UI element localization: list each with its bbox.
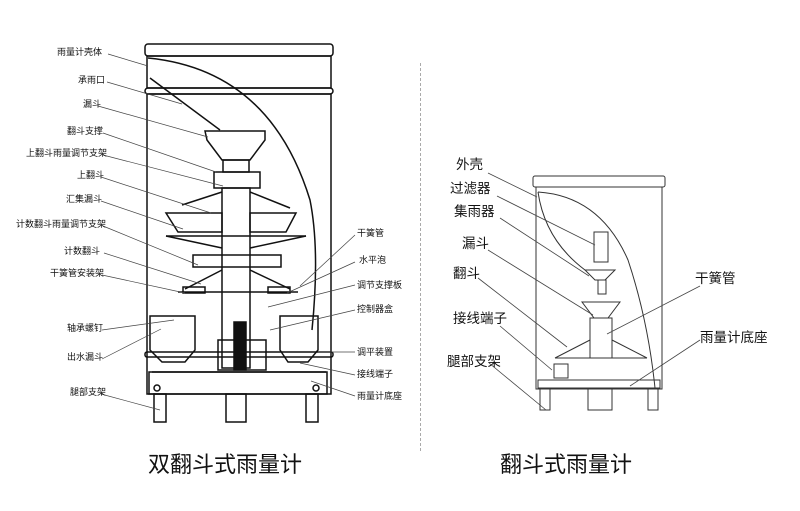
- r-lid: [532, 175, 666, 188]
- right-diagram-title: 翻斗式雨量计: [500, 453, 633, 478]
- label-reed-switch-r: 干簧管: [695, 271, 736, 287]
- base-bolt-right: [312, 384, 320, 392]
- label-leg-support-r: 腿部支架: [447, 354, 501, 370]
- lid: [144, 43, 334, 57]
- label-reed-switch: 干簧管: [357, 229, 385, 239]
- base-ring: [144, 351, 334, 358]
- collecting-funnel-right: [249, 235, 307, 249]
- counting-bucket-arm-left: [184, 269, 223, 290]
- upper-bucket-arm-left: [181, 191, 223, 206]
- leg-middle: [225, 393, 247, 423]
- counting-bucket-arm-right: [249, 269, 291, 290]
- counting-bracket: [192, 254, 282, 268]
- r-leg-middle: [587, 387, 613, 411]
- label-leveling-device: 调平装置: [357, 348, 394, 358]
- r-collector-curve: [537, 191, 656, 389]
- left-diagram-title: 双翻斗式雨量计: [148, 453, 303, 478]
- leg-right: [305, 393, 319, 423]
- upper-bucket-right: [249, 212, 298, 233]
- r-leg-left: [539, 387, 551, 411]
- label-upper-bucket-adjust: 上翻斗雨量调节支架: [26, 149, 108, 159]
- collector-curve: [147, 57, 317, 331]
- bearing-screw: [233, 321, 247, 371]
- label-collecting-funnel: 汇集漏斗: [66, 195, 103, 205]
- r-leg-right: [647, 387, 659, 411]
- label-rain-inlet: 承雨口: [78, 76, 106, 86]
- r-funnel: [581, 301, 621, 319]
- leg-left: [153, 393, 167, 423]
- label-rain-gauge-shell: 雨量计壳体: [57, 48, 103, 58]
- upper-bucket-left: [164, 212, 223, 233]
- label-bucket-support: 翻斗支撑: [67, 127, 104, 137]
- label-counting-bucket-adjust: 计数翻斗雨量调节支架: [16, 220, 107, 230]
- label-bearing-screw: 轴承螺钉: [67, 324, 104, 334]
- label-leg-support: 腿部支架: [70, 388, 107, 398]
- upper-bucket-arm-right: [249, 191, 291, 209]
- label-funnel: 漏斗: [83, 100, 102, 110]
- label-controller-box: 控制器盒: [357, 305, 394, 315]
- r-shell: [535, 186, 663, 390]
- r-tipping-bucket: [554, 339, 648, 359]
- funnel-wall: [149, 77, 221, 131]
- r-collector-neck: [597, 279, 607, 295]
- outlet-funnel-right: [279, 315, 319, 363]
- label-gauge-base: 雨量计底座: [357, 392, 403, 402]
- funnel: [204, 130, 266, 161]
- label-counting-bucket: 计数翻斗: [64, 247, 101, 257]
- base-bolt-left: [153, 384, 161, 392]
- label-reed-mount: 干簧管安装架: [50, 269, 105, 279]
- label-collector: 集雨器: [454, 204, 495, 220]
- funnel-neck: [222, 159, 250, 173]
- counting-bucket-left: [182, 286, 206, 294]
- right-leaders: [477, 172, 701, 411]
- label-outer-shell: 外壳: [456, 157, 483, 173]
- single-tipping-bucket-drawing: [532, 175, 666, 411]
- label-terminal: 接线端子: [357, 370, 394, 380]
- counting-bucket-right: [267, 286, 291, 294]
- label-terminal-r: 接线端子: [453, 311, 507, 327]
- label-gauge-base-r: 雨量计底座: [700, 330, 768, 346]
- label-funnel-r: 漏斗: [462, 236, 489, 252]
- r-collector-wall: [537, 191, 586, 271]
- label-filter: 过滤器: [450, 181, 491, 197]
- r-column: [589, 317, 613, 359]
- label-outlet-funnel: 出水漏斗: [67, 353, 104, 363]
- label-upper-bucket: 上翻斗: [77, 171, 105, 181]
- label-adjust-plate: 调节支撑板: [357, 281, 403, 291]
- outlet-funnel-left: [149, 315, 196, 363]
- r-terminal: [553, 363, 569, 379]
- r-base: [537, 379, 661, 389]
- collecting-funnel-left: [165, 235, 223, 249]
- left-leaders: [97, 53, 356, 411]
- r-filter: [593, 231, 609, 263]
- divider-line: [420, 63, 421, 451]
- label-level-bubble: 水平泡: [359, 256, 387, 266]
- r-collector: [583, 269, 617, 281]
- base-plate: [148, 371, 328, 395]
- upper-shell: [146, 55, 332, 89]
- label-tipping-bucket: 翻斗: [453, 266, 480, 282]
